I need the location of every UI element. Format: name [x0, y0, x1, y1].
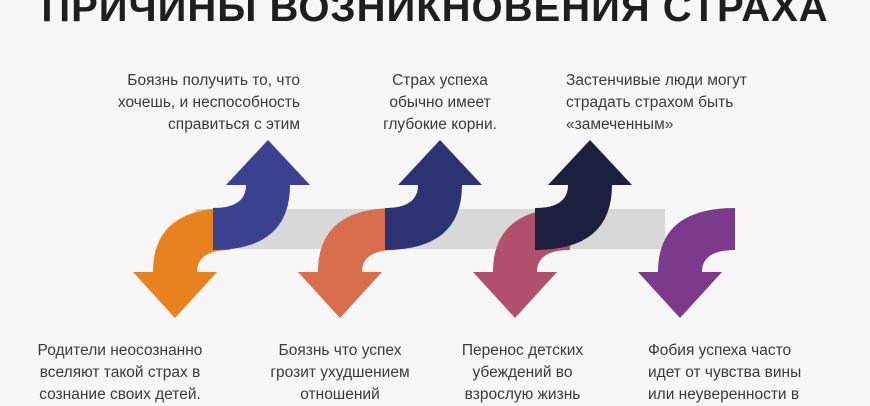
bottom-text-2: Боязнь что успех грозит ухудшением отнош… — [270, 342, 410, 403]
top-text-1: Боязнь получить то, что хочешь, и неспос… — [117, 72, 300, 133]
top-text-2: Страх успеха обычно имеет глубокие корни… — [383, 72, 497, 133]
arrow-down-icon — [298, 208, 395, 318]
bottom-text-3: Перенос детских убеждений во взрослую жи… — [461, 342, 584, 403]
arrow-down-icon — [638, 208, 735, 318]
arrow-up-icon — [535, 140, 632, 250]
bottom-text-1: Родители неосознанно вселяют такой страх… — [37, 342, 203, 403]
top-text-3: Застенчивые люди могут страдать страхом … — [566, 72, 747, 133]
arrow-up-icon — [213, 140, 310, 250]
page-title: ПРИЧИНЫ ВОЗНИКНОВЕНИЯ СТРАХА — [41, 0, 829, 30]
arrow-up-icon — [385, 140, 482, 250]
arrow-down-icon — [133, 208, 230, 318]
bottom-text-4: Фобия успеха часто идет от чувства вины … — [648, 342, 802, 403]
